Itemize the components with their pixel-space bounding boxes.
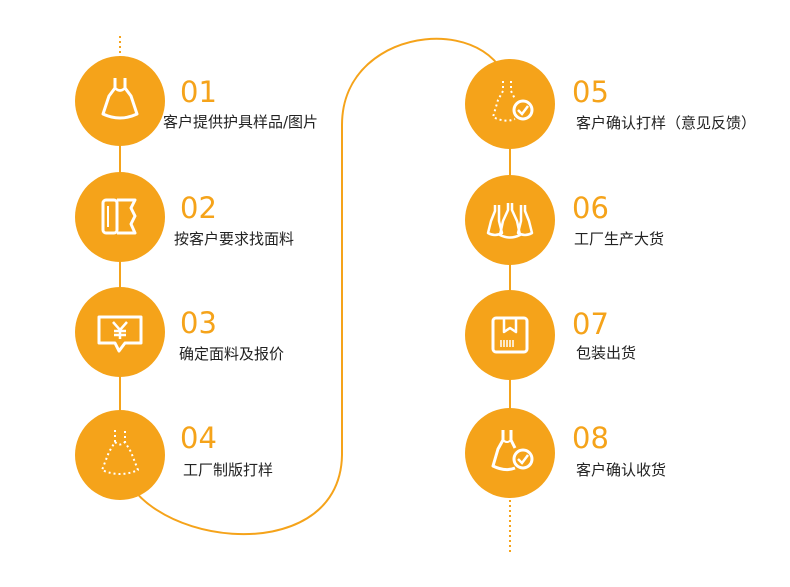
package-icon xyxy=(491,316,529,354)
step-08-label: 客户确认收货 xyxy=(576,461,667,479)
step-08-number: 08 xyxy=(572,421,609,455)
step-04-number: 04 xyxy=(180,421,217,455)
step-02-number: 02 xyxy=(180,191,217,225)
step-04-label: 工厂制版打样 xyxy=(183,461,274,479)
step-05-number: 05 xyxy=(572,75,609,109)
step-04-circle xyxy=(75,410,165,500)
step-06-circle xyxy=(465,175,555,265)
step-08-circle xyxy=(465,408,555,498)
s-curve-connector xyxy=(119,37,511,536)
dress-pattern-icon xyxy=(101,430,139,475)
dress-icon xyxy=(101,78,139,120)
step-01 xyxy=(75,56,165,146)
step-05 xyxy=(465,59,555,149)
price-quote-icon xyxy=(97,315,143,353)
dresses-production-icon xyxy=(486,203,534,239)
step-08 xyxy=(465,408,555,498)
step-06-label: 工厂生产大货 xyxy=(574,230,665,248)
step-02 xyxy=(75,172,165,262)
step-05-circle xyxy=(465,59,555,149)
step-07-circle xyxy=(465,290,555,380)
step-01-number: 01 xyxy=(180,75,217,109)
step-01-label: 客户提供护具样品/图片 xyxy=(163,113,319,131)
step-06-number: 06 xyxy=(572,191,609,225)
step-07 xyxy=(465,290,555,380)
step-03-circle xyxy=(75,287,165,377)
step-02-circle xyxy=(75,172,165,262)
step-04 xyxy=(75,410,165,500)
step-07-number: 07 xyxy=(572,307,609,341)
step-06 xyxy=(465,175,555,265)
step-07-label: 包装出货 xyxy=(576,344,637,362)
step-01-circle xyxy=(75,56,165,146)
dress-received-icon xyxy=(491,430,534,472)
step-03-label: 确定面料及报价 xyxy=(179,345,285,363)
dress-check-icon xyxy=(492,81,534,122)
fabric-swatch-icon xyxy=(101,198,137,235)
step-03-number: 03 xyxy=(180,306,217,340)
step-02-label: 按客户要求找面料 xyxy=(174,230,295,248)
step-03 xyxy=(75,287,165,377)
step-05-label: 客户确认打样（意见反馈） xyxy=(576,114,757,132)
